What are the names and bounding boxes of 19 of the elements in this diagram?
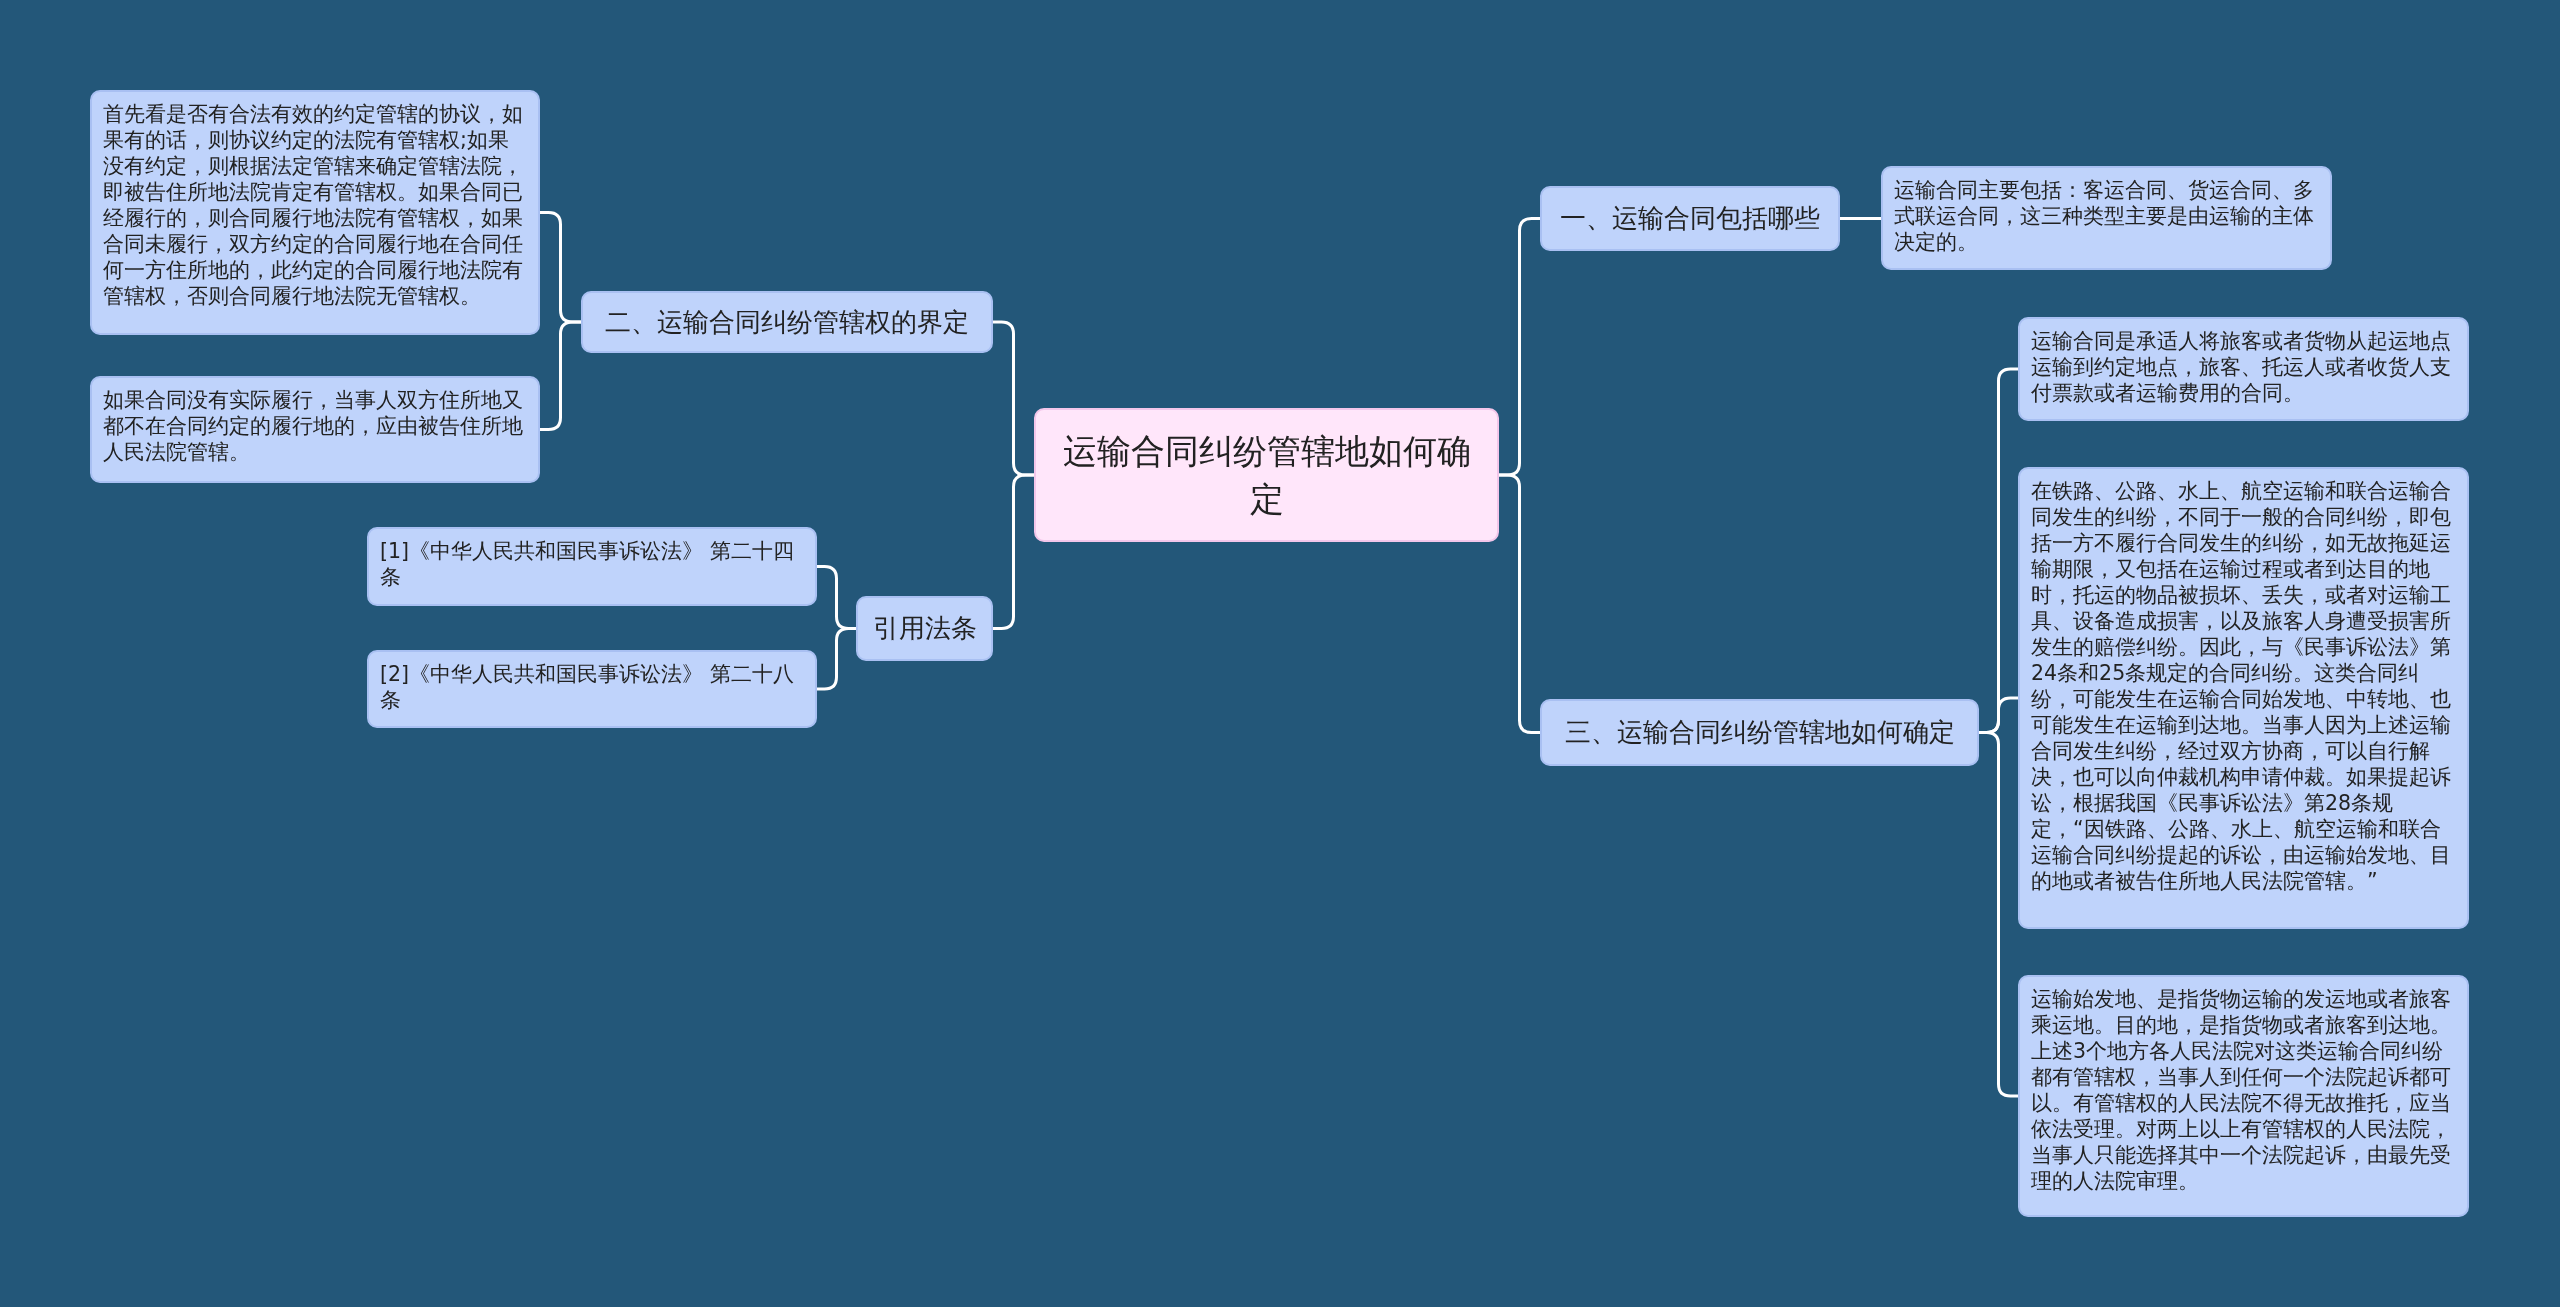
- connector-line: [1840, 217, 1881, 220]
- topic-box: 引用法条: [856, 596, 993, 661]
- topic-box: 二、运输合同纠纷管辖权的界定: [581, 291, 993, 353]
- note-box: 运输始发地、是指货物运输的发运地或者旅客乘运地。目的地，是指货物或者旅客到达地。上述3个地方各人民法院对这类运输合同纠纷都有管辖权，当事人到任何一个法院起诉都可以。有管辖权的人民法院不得无故推托，应当依法受理。对两上以上有管辖权的人民法院，当事人只能选择其中一个法院起诉，由最先受理的人法院审理。: [2018, 975, 2469, 1217]
- connector-line: [993, 473, 1034, 630]
- connector-line: [817, 627, 856, 691]
- connector-line: [540, 320, 581, 431]
- central-topic-box: 运输合同纠纷管辖地如何确定: [1034, 408, 1499, 542]
- topic-box: 三、运输合同纠纷管辖地如何确定: [1540, 699, 1979, 766]
- note-box: [1]《中华人民共和国民事诉讼法》 第二十四条: [367, 527, 817, 606]
- connector-line: [1499, 473, 1540, 734]
- note-box: 在铁路、公路、水上、航空运输和联合运输合同发生的纠纷，不同于一般的合同纠纷，即包括一方不履行合同发生的纠纷，如无故拖延运输期限，又包括在运输过程或者到达目的地时，托运的物品被损坏、丢失，或者对运输工具、设备造成损害，以及旅客人身遭受损害所发生的赔偿纠纷。因此，与《民事诉讼法》第24条和25条规定的合同纠纷。这类合同纠纷，可能发生在运输合同始发地、中转地、也可能发生在运输到达地。当事人因为上述运输合同发生纠纷，经过双方协商，可以自行解决，也可以向仲裁机构申请仲裁。如果提起诉讼，根据我国《民事诉讼法》第28条规定，“因铁路、公路、水上、航空运输和联合运输合同纠纷提起的诉讼，由运输始发地、目的地或者被告住所地人民法院管辖。”: [2018, 467, 2469, 929]
- note-box: [2]《中华人民共和国民事诉讼法》 第二十八条: [367, 650, 817, 728]
- topic-box: 一、运输合同包括哪些: [1540, 186, 1840, 251]
- note-box: 首先看是否有合法有效的约定管辖的协议，如果有的话，则协议约定的法院有管辖权;如果没有约定，则根据法定管辖来确定管辖法院，即被告住所地法院肯定有管辖权。如果合同已经履行的，则合同履行地法院有管辖权，如果合同未履行，双方约定的合同履行地在合同任何一方住所地的，此约定的合同履行地法院有管辖权，否则合同履行地法院无管辖权。: [90, 90, 540, 335]
- connector-line: [1979, 731, 2018, 1098]
- note-box: 运输合同是承适人将旅客或者货物从起运地点运输到约定地点，旅客、托运人或者收货人支付票款或者运输费用的合同。: [2018, 317, 2469, 421]
- note-box: 如果合同没有实际履行，当事人双方住所地又都不在合同约定的履行地的，应由被告住所地人民法院管辖。: [90, 376, 540, 483]
- note-box: 运输合同主要包括：客运合同、货运合同、多式联运合同，这三种类型主要是由运输的主体决定的。: [1881, 166, 2332, 270]
